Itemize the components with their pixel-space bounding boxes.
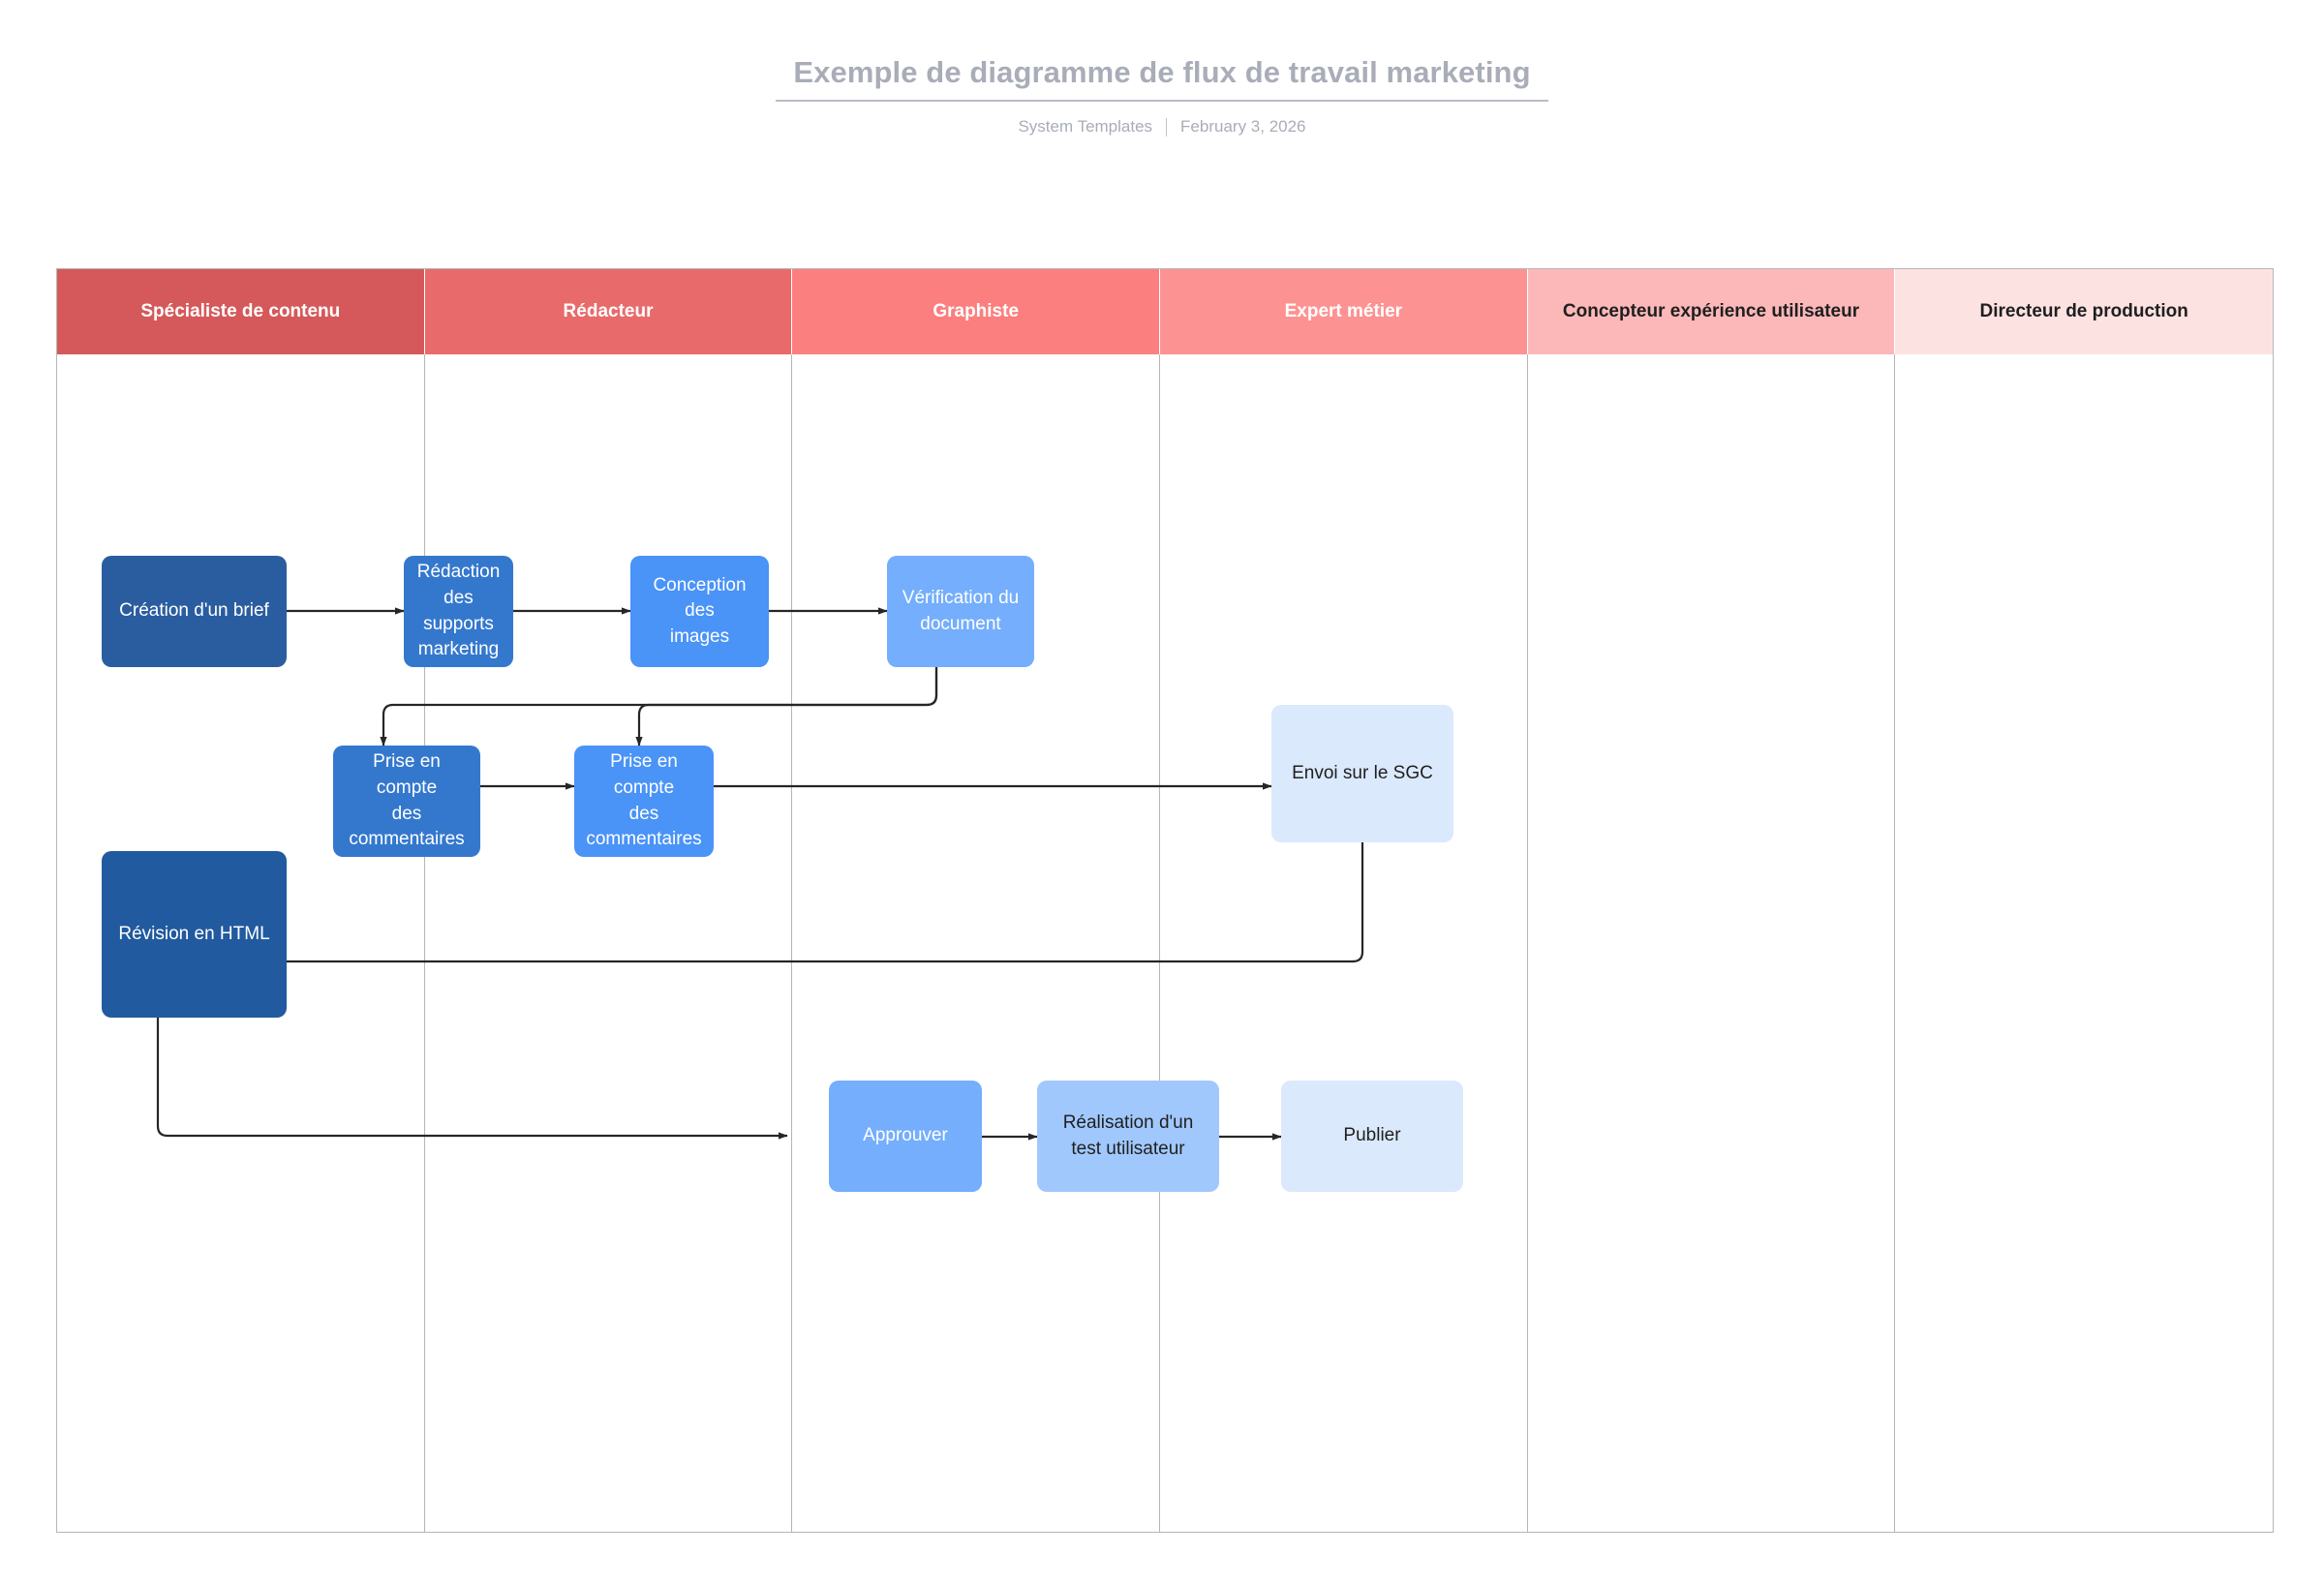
node-label: Prise en compte des commentaires bbox=[586, 751, 702, 850]
lane-column-3 bbox=[1160, 354, 1528, 1533]
node-label: Conception des images bbox=[653, 574, 747, 647]
node-label: Création d'un brief bbox=[119, 600, 269, 622]
node-prise1[interactable]: Prise en compte des commentaires bbox=[333, 746, 480, 857]
lane-header-5[interactable]: Directeur de production bbox=[1895, 269, 2274, 354]
node-label: Rédaction des supports marketing bbox=[416, 562, 501, 660]
node-redaction[interactable]: Rédaction des supports marketing bbox=[404, 556, 513, 667]
page-title: Exemple de diagramme de flux de travail … bbox=[776, 54, 1548, 103]
node-label: Envoi sur le SGC bbox=[1292, 762, 1433, 783]
lane-header-3[interactable]: Expert métier bbox=[1160, 269, 1528, 354]
node-brief[interactable]: Création d'un brief bbox=[102, 556, 287, 667]
node-label: Révision en HTML bbox=[118, 923, 270, 944]
source-label: System Templates bbox=[1018, 117, 1153, 137]
subtitle-divider bbox=[1166, 117, 1168, 137]
node-approuver[interactable]: Approuver bbox=[829, 1081, 982, 1192]
lane-header-row: Spécialiste de contenu Rédacteur Graphiste… bbox=[57, 269, 2274, 354]
lane-header-4[interactable]: Concepteur expérience utilisateur bbox=[1527, 269, 1896, 354]
lane-header-label: Directeur de production bbox=[1979, 300, 2188, 321]
lane-header-0[interactable]: Spécialiste de contenu bbox=[57, 269, 425, 354]
node-label: Publier bbox=[1343, 1125, 1401, 1146]
node-label: Approuver bbox=[863, 1125, 948, 1146]
lane-header-1[interactable]: Rédacteur bbox=[424, 269, 793, 354]
date-label: February 3, 2026 bbox=[1180, 117, 1306, 137]
node-verif[interactable]: Vérification du document bbox=[887, 556, 1034, 667]
node-publier[interactable]: Publier bbox=[1281, 1081, 1463, 1192]
lane-header-label: Concepteur expérience utilisateur bbox=[1562, 300, 1860, 321]
lane-header-label: Expert métier bbox=[1284, 300, 1403, 321]
node-label: Vérification du document bbox=[902, 587, 1020, 634]
title-block: Exemple de diagramme de flux de travail … bbox=[0, 54, 2324, 137]
lane-column-4 bbox=[1528, 354, 1896, 1533]
node-test[interactable]: Réalisation d'un test utilisateur bbox=[1037, 1081, 1219, 1192]
lane-header-label: Spécialiste de contenu bbox=[140, 300, 341, 321]
subtitle-row: System Templates February 3, 2026 bbox=[0, 117, 2324, 137]
node-sgc[interactable]: Envoi sur le SGC bbox=[1271, 705, 1453, 842]
node-revision[interactable]: Révision en HTML bbox=[102, 851, 287, 1018]
node-label: Réalisation d'un test utilisateur bbox=[1062, 1112, 1194, 1159]
swimlane-diagram: Spécialiste de contenu Rédacteur Graphiste… bbox=[56, 268, 2274, 1533]
node-label: Prise en compte des commentaires bbox=[349, 751, 465, 850]
lane-header-label: Graphiste bbox=[933, 300, 1020, 321]
lane-header-2[interactable]: Graphiste bbox=[792, 269, 1161, 354]
node-prise2[interactable]: Prise en compte des commentaires bbox=[574, 746, 714, 857]
lane-header-label: Rédacteur bbox=[563, 300, 654, 321]
nodes-layer: Création d'un brief Rédaction des support… bbox=[57, 269, 2275, 1534]
node-conception[interactable]: Conception des images bbox=[630, 556, 769, 667]
